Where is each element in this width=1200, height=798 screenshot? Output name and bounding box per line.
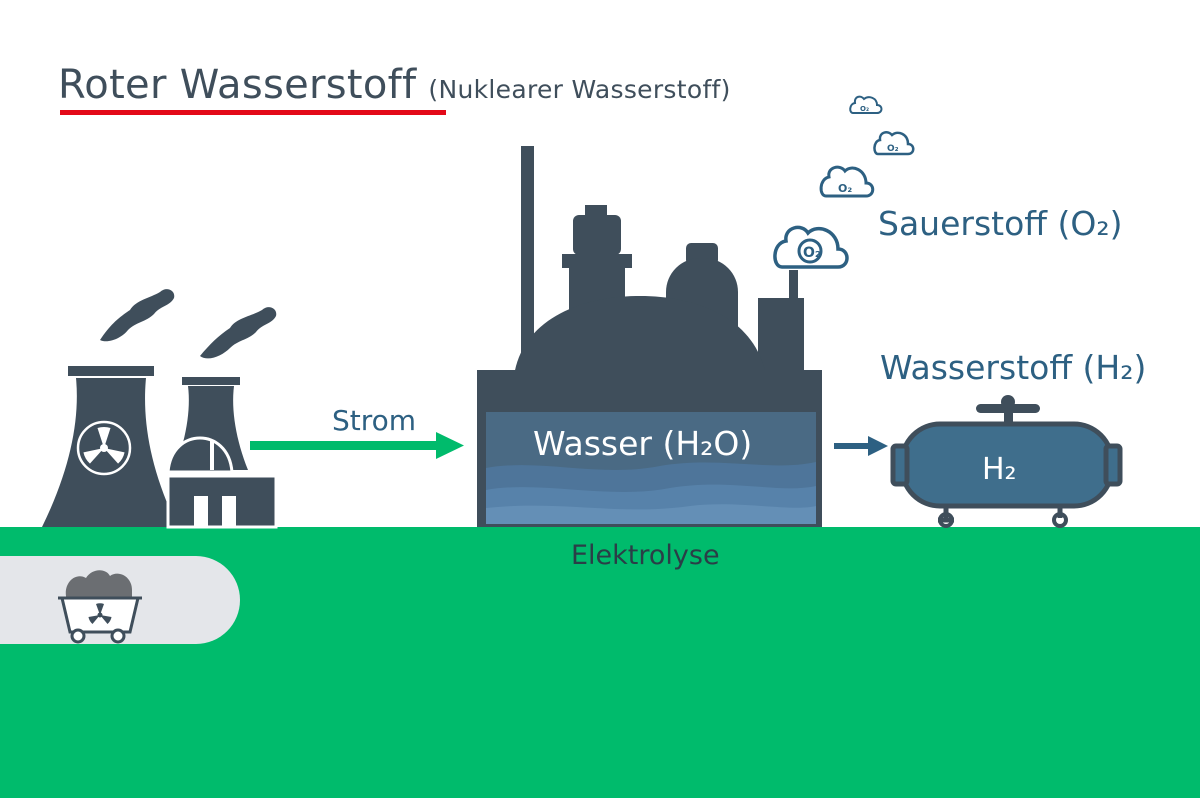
wasserstoff-label: Wasserstoff (H₂) xyxy=(880,348,1147,387)
hydrogen-tank-icon xyxy=(890,395,1123,528)
tank-end-left xyxy=(890,443,910,487)
o2-cloud-large: O₂ xyxy=(773,225,849,269)
title-sub: (Nuklearer Wasserstoff) xyxy=(428,75,731,104)
o2-cloud-large-label: O₂ xyxy=(803,245,821,261)
title-main: Roter Wasserstoff xyxy=(58,62,417,108)
cart-wheel-left xyxy=(70,628,86,644)
mining-cart-icon xyxy=(58,570,142,644)
stack-right xyxy=(758,298,804,378)
o2-cloud-small-label: O₂ xyxy=(887,144,899,154)
title-underline xyxy=(60,110,446,115)
page-title: Roter Wasserstoff (Nuklearer Wasserstoff) xyxy=(58,62,731,108)
hydrogen-arrow xyxy=(834,436,888,456)
tower-left-cap xyxy=(68,366,154,376)
o2-cloud-medium-label: O₂ xyxy=(838,182,852,195)
column-top xyxy=(573,215,621,255)
strom-arrow xyxy=(250,432,464,459)
cart-wheel-right xyxy=(110,628,126,644)
tower-right-cap xyxy=(182,377,240,385)
factory-icon xyxy=(477,146,822,527)
reactor-dome xyxy=(166,436,234,474)
water-wave-3 xyxy=(486,504,816,524)
o2-cloud-tiny: O₂ xyxy=(849,95,883,114)
tank-label: H₂ xyxy=(982,452,1017,487)
o2-cloud-medium: O₂ xyxy=(819,165,875,198)
chimney-tall xyxy=(521,146,534,376)
radiation-icon xyxy=(76,420,132,476)
elektrolyse-label: Elektrolyse xyxy=(571,540,720,571)
o2-cloud-small: O₂ xyxy=(873,131,915,156)
column-ring xyxy=(562,254,632,268)
nuclear-power-plant-icon xyxy=(42,289,278,529)
o2-cloud-tiny-label: O₂ xyxy=(860,105,869,113)
chimney-small xyxy=(789,270,798,310)
smoke-plume-right xyxy=(200,307,277,359)
oxygen-cloud-icon: O₂ O₂ O₂ O₂ xyxy=(773,95,915,269)
tank-end-right xyxy=(1103,443,1123,487)
sauerstoff-label: Sauerstoff (O₂) xyxy=(878,204,1123,243)
ore-pile xyxy=(65,570,132,598)
smoke-plume-left xyxy=(100,289,175,342)
wasser-label: Wasser (H₂O) xyxy=(533,424,753,463)
factory-dome xyxy=(514,296,766,376)
strom-label: Strom xyxy=(332,404,417,437)
column-cap xyxy=(585,205,607,217)
